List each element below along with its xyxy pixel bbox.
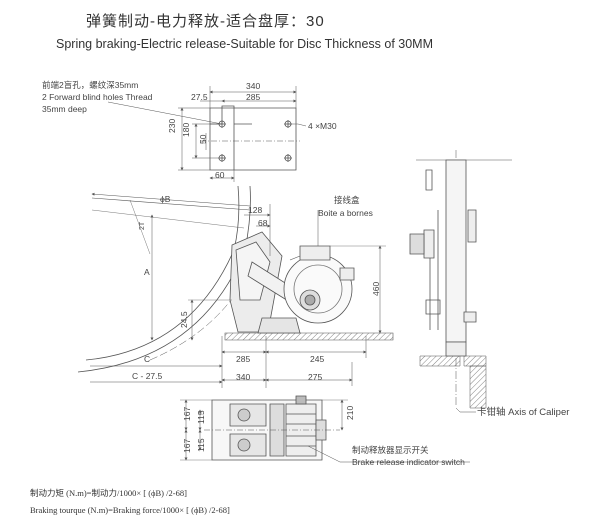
blind-hole-note-cn: 前端2盲孔，螺纹深35mm	[42, 80, 139, 90]
dim-c: C	[144, 354, 151, 364]
dim-50: 50	[198, 134, 208, 144]
junction-box	[300, 246, 330, 260]
disc-arc-inner	[86, 186, 239, 360]
dim-285-side: 285	[236, 354, 251, 364]
dim-167-bottom: 167	[182, 438, 192, 453]
dim-180: 180	[181, 122, 191, 137]
junction-box-label-en: Boite a bornes	[318, 208, 373, 218]
front-view	[180, 396, 470, 462]
axis-elevation	[410, 150, 512, 412]
caliper-axis-label: 卡钳轴 Axis of Caliper	[477, 408, 569, 418]
title-chinese: 弹簧制动-电力释放-适合盘厚：30	[86, 13, 325, 30]
indicator-switch-cn: 制动释放器显示开关	[352, 445, 429, 455]
title-english: Spring braking-Electric release-Suitable…	[56, 37, 434, 51]
caliper-axis-label-cn: 卡钳轴	[477, 407, 506, 418]
dim-230: 230	[167, 118, 177, 133]
caliper-axis-label-en: Axis of Caliper	[508, 407, 570, 418]
formula-english: Braking tourque (N.m)=Braking force/1000…	[30, 505, 230, 515]
dim-24-5: 24.5	[179, 311, 189, 328]
dim-460: 460	[371, 281, 381, 296]
dim-c-27-5: C - 27.5	[132, 371, 163, 381]
dim-2t: 2T	[139, 221, 146, 230]
blind-hole-note-en-1: 2 Forward blind holes Thread	[42, 92, 153, 102]
top-view	[108, 86, 306, 182]
blind-hole-note-en-2: 35mm deep	[42, 104, 87, 114]
dim-27-5-top: 27.5	[191, 92, 208, 102]
dim-115-bottom: 115	[196, 438, 206, 452]
dim-60: 60	[215, 170, 225, 180]
phi-b-label: ϕB	[160, 194, 171, 204]
junction-box-label-cn: 接线盒	[334, 195, 360, 205]
side-view	[78, 186, 393, 388]
dim-167-top: 167	[182, 406, 192, 421]
dim-245: 245	[310, 354, 325, 364]
dim-a: A	[144, 267, 150, 277]
disc-arc-outer	[78, 186, 250, 372]
dim-285-top: 285	[246, 92, 261, 102]
indicator-switch-en: Brake release indicator switch	[352, 457, 465, 467]
dim-115-top: 115	[196, 410, 206, 424]
dim-275: 275	[308, 372, 323, 382]
dim-128: 128	[248, 205, 263, 215]
dim-68: 68	[258, 218, 268, 228]
bracket-plate-outline	[210, 108, 296, 170]
formula-chinese: 制动力矩 (N.m)=制动力/1000× [ (ϕB) /2-68]	[30, 488, 187, 498]
dim-340-top: 340	[246, 81, 261, 91]
mounting-base	[225, 333, 393, 340]
dim-210: 210	[345, 405, 355, 420]
dim-340-side: 340	[236, 372, 251, 382]
thread-label: 4 ×M30	[308, 121, 337, 131]
